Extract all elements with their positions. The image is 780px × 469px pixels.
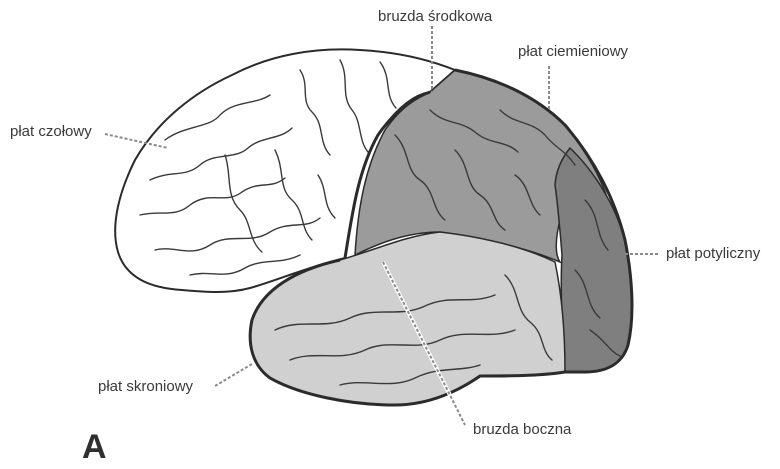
occipital-lobe-label: płat potyliczny [666,245,760,262]
frontal-lobe-label: płat czołowy [10,123,92,140]
temporal-lobe-leader [215,364,252,386]
panel-letter: A [82,428,107,467]
parietal-lobe-label: płat ciemieniowy [518,43,628,60]
temporal-lobe-label: płat skroniowy [98,378,193,395]
central-sulcus-label: bruzda środkowa [378,8,492,25]
lateral-sulcus-label: bruzda boczna [473,421,571,438]
occipital-lobe-region [555,148,632,372]
